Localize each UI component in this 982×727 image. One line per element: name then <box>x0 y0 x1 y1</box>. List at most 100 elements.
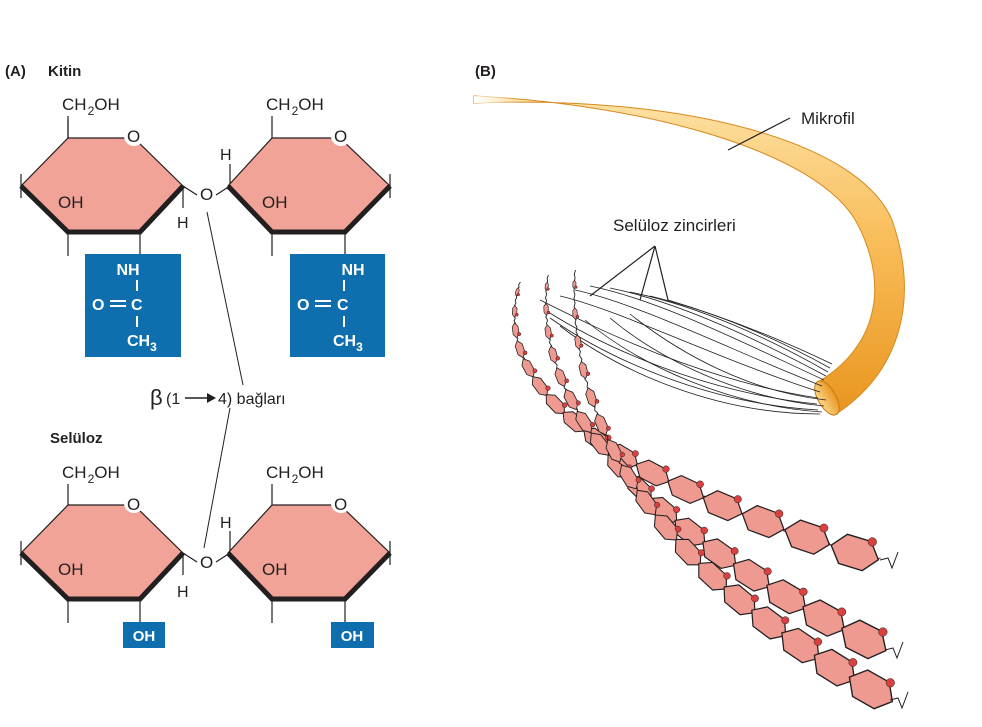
chitin-ring-1-shape <box>20 137 184 233</box>
ch2oh-dot <box>589 422 596 428</box>
sugar-chain-3 <box>572 269 909 710</box>
ch2oh-dot <box>515 312 519 317</box>
chitin-sugar-ring-1: CH2OH O OH <box>19 95 185 256</box>
arrow-icon <box>207 393 216 403</box>
ch2oh-dot <box>696 480 704 489</box>
ch2oh-label: CH2OH <box>62 95 120 118</box>
ch2oh-dot <box>575 400 581 406</box>
ch2oh-dot <box>848 658 858 667</box>
microfibril: Mikrofil <box>473 95 905 416</box>
ch2oh-dot <box>555 356 560 361</box>
bridge-oxygen: O <box>200 185 213 204</box>
acetamide-group-2: NH O C CH3 <box>290 254 385 357</box>
ch2oh-dot <box>763 567 772 576</box>
ch2oh-dot <box>837 607 847 617</box>
glucose-unit <box>545 394 565 415</box>
glucose-unit <box>563 388 579 411</box>
hydrogen-label: H <box>177 584 189 601</box>
sugar-chain-1 <box>511 281 899 572</box>
ch2oh-dot <box>619 451 625 458</box>
ch2oh-dot <box>733 495 742 504</box>
glucose-unit <box>594 413 609 436</box>
ch2oh-label: CH2OH <box>62 463 120 486</box>
acetamide-group-1: NH O C CH3 <box>85 254 181 357</box>
cellulose-sugar-ring-1: CH2OH O OH OH <box>19 463 185 648</box>
hydrogen-label: H <box>220 515 232 532</box>
chitin-sugar-ring-2: CH2OH O OH <box>226 95 392 256</box>
glucose-unit <box>548 345 559 364</box>
panel-a: (A) Kitin Selüloz CH2OH O OH O H H <box>5 63 392 648</box>
glucose-unit <box>575 410 593 434</box>
glucose-unit <box>813 648 856 687</box>
chains-label-group: Selüloz zincirleri <box>589 216 736 301</box>
ch2oh-dot <box>545 385 551 391</box>
glucose-unit <box>784 519 831 555</box>
ch2oh-dot <box>819 523 829 533</box>
ch2oh-dot <box>662 465 670 473</box>
ch2oh-dot <box>585 371 591 376</box>
ch2oh-dot <box>799 587 808 596</box>
ring-oxygen: O <box>127 127 140 146</box>
panel-b: (B) Mikrofil <box>473 63 909 710</box>
chain-end <box>889 691 909 710</box>
glucose-unit <box>605 439 623 463</box>
chain-backbone <box>544 274 886 650</box>
ch2oh-dot <box>751 594 759 603</box>
glucose-unit <box>531 376 549 397</box>
nh-label: NH <box>341 262 364 279</box>
ch2oh-dot <box>549 333 554 338</box>
ch2oh-dot <box>878 627 888 637</box>
ch2oh-label: CH2OH <box>266 95 324 118</box>
ch2oh-dot <box>813 637 823 646</box>
ch2oh-dot <box>781 616 790 625</box>
bridge-oxygen: O <box>200 553 213 572</box>
hydroxyl-box: OH <box>133 628 156 645</box>
ch2oh-dot <box>673 506 681 514</box>
glucose-unit <box>830 533 880 572</box>
chains-label: Selüloz zincirleri <box>613 216 736 235</box>
glucose-unit <box>585 387 598 408</box>
ring-oxygen: O <box>127 495 140 514</box>
ring-oh: OH <box>58 193 84 212</box>
ch2oh-dot <box>697 549 705 557</box>
carbonyl-oxygen: O <box>297 297 309 314</box>
ch2oh-dot <box>700 526 708 535</box>
beta-bond-label: β (1 4) bağları <box>150 211 286 549</box>
panel-a-label: (A) <box>5 63 26 80</box>
ch2oh-dot <box>774 509 784 518</box>
hydrogen-label: H <box>220 147 232 164</box>
carbon-label: C <box>131 297 143 314</box>
nh-label: NH <box>116 262 139 279</box>
ch2oh-dot <box>516 293 520 297</box>
methyl-label: CH3 <box>127 333 157 354</box>
ch2oh-dot <box>574 285 578 289</box>
glucose-unit <box>702 490 743 522</box>
panel-b-label: (B) <box>475 63 496 80</box>
ring-oxygen: O <box>334 127 347 146</box>
ring-oh: OH <box>262 193 288 212</box>
chain-end <box>884 641 904 660</box>
ch2oh-dot <box>575 314 580 319</box>
ch2oh-dot <box>594 399 600 404</box>
glucose-unit <box>802 599 846 637</box>
ch2oh-dot <box>517 332 522 337</box>
ch2oh-dot <box>546 310 551 315</box>
beta-symbol: β <box>150 385 163 410</box>
cellulose-fiber-strands <box>539 285 833 415</box>
sugar-chain-2 <box>543 274 904 660</box>
glucose-unit <box>578 360 589 380</box>
glucose-unit <box>635 489 658 516</box>
ch2oh-dot <box>867 537 877 547</box>
ring-oxygen: O <box>334 495 347 514</box>
glucose-unit <box>667 474 705 505</box>
chain-end <box>879 551 899 570</box>
glucose-unit <box>554 367 567 388</box>
ch2oh-dot <box>561 402 568 408</box>
sugar-chains <box>511 269 909 710</box>
ch2oh-dot <box>579 343 584 348</box>
ch2oh-dot <box>723 572 731 580</box>
methyl-label: CH3 <box>333 333 363 354</box>
ring-oh: OH <box>262 560 288 579</box>
glucose-unit <box>619 464 639 490</box>
